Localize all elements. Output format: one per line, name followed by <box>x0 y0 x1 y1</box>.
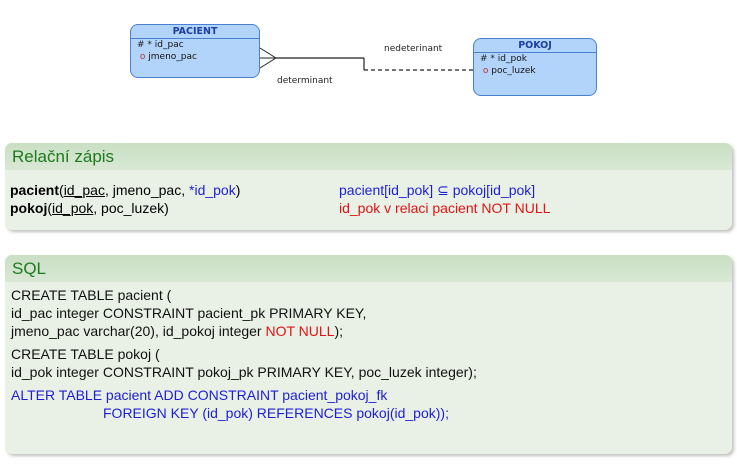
er-diagram: PACIENT # * id_pac o jmeno_pac POKOJ # *… <box>0 0 737 120</box>
sql-line: CREATE TABLE pacient ( <box>11 287 172 303</box>
attr-name: id_pac <box>154 40 184 50</box>
attributes: , jmeno_pac, <box>104 182 190 198</box>
foreign-key: *id_pok <box>189 182 236 198</box>
relation-schemas: pacient(id_pac, jmeno_pac, *id_pok) poko… <box>10 181 240 217</box>
relationship-lines <box>259 47 473 71</box>
paren: ( <box>59 182 64 198</box>
entity-pokoj: POKOJ # * id_pok o poc_luzek <box>473 38 597 96</box>
relation-name: pokoj <box>10 200 48 216</box>
entity-pacient: PACIENT # * id_pac o jmeno_pac <box>130 24 260 78</box>
primary-key: id_pac <box>63 182 105 198</box>
entity-pacient-name: PACIENT <box>131 25 259 39</box>
sql-block: SQL CREATE TABLE pacient ( id_pac intege… <box>5 255 732 454</box>
paren: ( <box>47 200 53 216</box>
paren: ) <box>235 182 241 198</box>
sql-line: ALTER TABLE pacient ADD CONSTRAINT pacie… <box>11 387 388 403</box>
label-determinant: determinant <box>277 76 333 86</box>
inclusion-constraint: pacient[id_pok] ⊆ pokoj[id_pok] <box>339 182 536 198</box>
label-nedeterminant: nedeterinant <box>384 44 443 54</box>
entity-pokoj-attr: o poc_luzek <box>474 65 596 77</box>
block-title: SQL <box>5 255 732 282</box>
attr-name: poc_luzek <box>491 66 536 76</box>
relacni-zapis-block: Relační zápis pacient(id_pac, jmeno_pac,… <box>5 143 732 230</box>
block-title: Relační zápis <box>5 143 732 170</box>
entity-pacient-attr: o jmeno_pac <box>131 51 259 63</box>
sql-line: id_pok integer CONSTRAINT pokoj_pk PRIMA… <box>11 364 477 380</box>
sql-code: CREATE TABLE pacient ( id_pac integer CO… <box>5 282 732 422</box>
relation-pokoj: pokoj(id_pok, poc_luzek) <box>10 199 240 217</box>
entity-pokoj-name: POKOJ <box>474 39 596 53</box>
optional-marker: o <box>482 66 489 76</box>
attr-name: id_pok <box>497 54 527 64</box>
relation-name: pacient <box>10 182 60 198</box>
sql-notnull: NOT NULL <box>265 323 335 339</box>
sql-text: jmeno_pac varchar(20), id_pokoj integer <box>11 323 266 339</box>
attributes: , poc_luzek) <box>93 200 169 216</box>
sql-line: id_pac integer CONSTRAINT pacient_pk PRI… <box>11 305 367 321</box>
sql-line: FOREIGN KEY (id_pok) REFERENCES pokoj(id… <box>103 405 449 421</box>
relation-pacient: pacient(id_pac, jmeno_pac, *id_pok) <box>10 181 240 199</box>
sql-text: ); <box>334 323 344 339</box>
primary-key: id_pok <box>52 200 94 216</box>
notnull-constraint: id_pok v relaci pacient NOT NULL <box>339 200 551 216</box>
entity-pokoj-attr: # * id_pok <box>474 53 596 65</box>
pk-marker: # * <box>137 40 152 50</box>
sql-line: jmeno_pac varchar(20), id_pokoj integer … <box>11 322 726 340</box>
pk-marker: # * <box>480 54 495 64</box>
optional-marker: o <box>139 52 146 62</box>
entity-pacient-attr: # * id_pac <box>131 39 259 51</box>
attr-name: jmeno_pac <box>148 52 197 62</box>
integrity-constraints: pacient[id_pok] ⊆ pokoj[id_pok] id_pok v… <box>339 181 550 217</box>
sql-line: CREATE TABLE pokoj ( <box>11 346 160 362</box>
